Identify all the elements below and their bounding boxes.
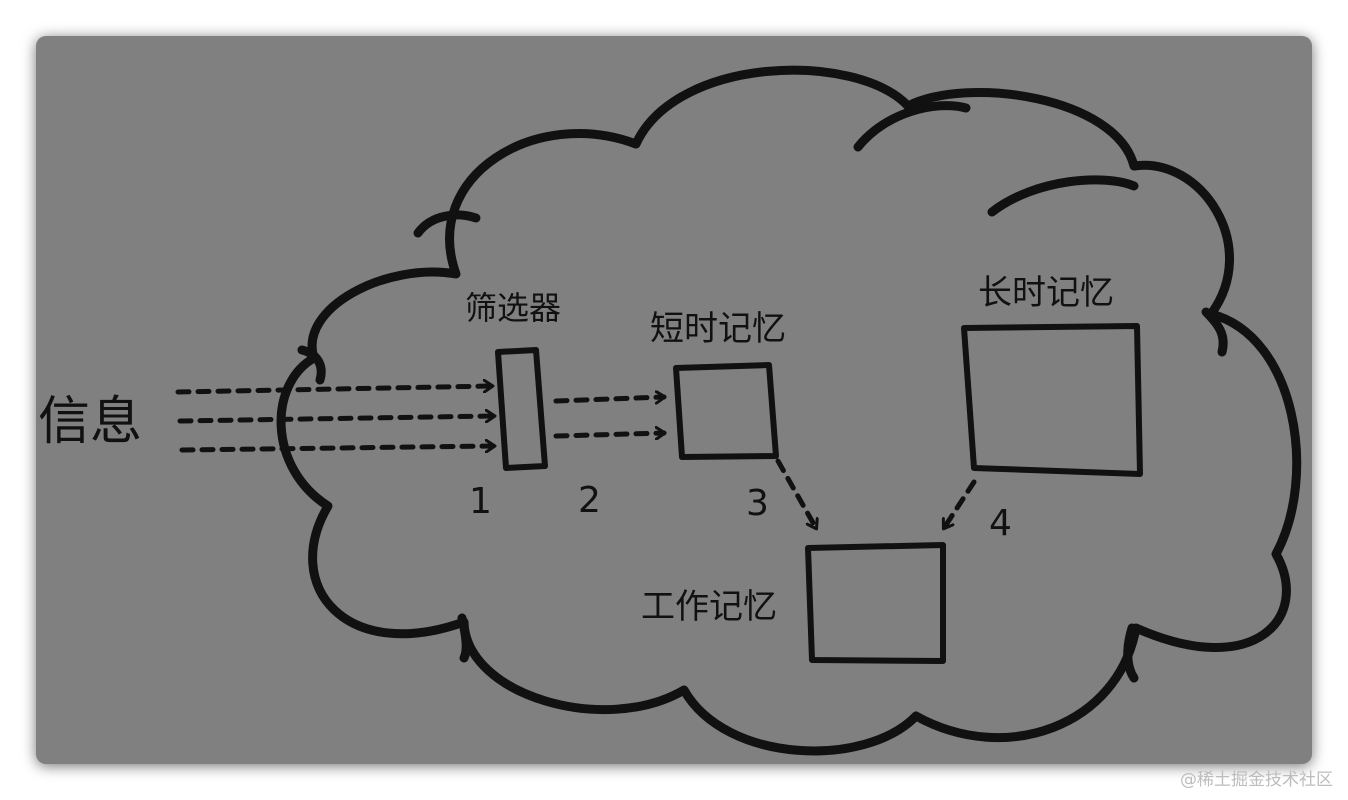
filter-label: 筛选器 bbox=[465, 289, 562, 327]
cloud-curl-6 bbox=[457, 613, 471, 663]
working-memory-box bbox=[805, 542, 946, 664]
step-label-2: 2 bbox=[578, 480, 601, 521]
short-term-memory-box bbox=[673, 362, 779, 460]
diagram-panel bbox=[36, 36, 1312, 764]
cloud-curl-1 bbox=[413, 210, 481, 238]
diagram-canvas bbox=[175, 65, 1302, 756]
ltm-to-wm-arrow bbox=[941, 479, 977, 531]
input-label: 信息 bbox=[38, 392, 143, 452]
filter-arrow-1 bbox=[553, 397, 667, 401]
step-label-4: 4 bbox=[989, 503, 1012, 544]
short-term-memory-label: 短时记忆 bbox=[650, 309, 786, 349]
input-arrow-1 bbox=[175, 386, 495, 395]
working-memory-label: 工作记忆 bbox=[641, 587, 777, 627]
watermark: @稀土掘金技术社区 bbox=[1180, 770, 1333, 790]
stm-to-wm-arrow bbox=[775, 458, 816, 531]
cloud-curl-5 bbox=[1123, 623, 1139, 683]
cloud-curl-3 bbox=[987, 175, 1139, 217]
filter-box bbox=[495, 347, 548, 471]
cloud-outline bbox=[276, 65, 1302, 756]
input-arrow-3 bbox=[179, 446, 497, 450]
step-label-1: 1 bbox=[469, 481, 492, 522]
step-label-3: 3 bbox=[746, 483, 769, 524]
cloud-curl-4 bbox=[1201, 307, 1228, 357]
filter-arrow-2 bbox=[553, 433, 667, 436]
cloud-curl-7 bbox=[297, 345, 326, 385]
input-arrow-2 bbox=[177, 416, 497, 424]
cloud-curl-2 bbox=[853, 101, 971, 152]
long-term-memory-box bbox=[961, 323, 1143, 477]
long-term-memory-label: 长时记忆 bbox=[978, 273, 1114, 313]
